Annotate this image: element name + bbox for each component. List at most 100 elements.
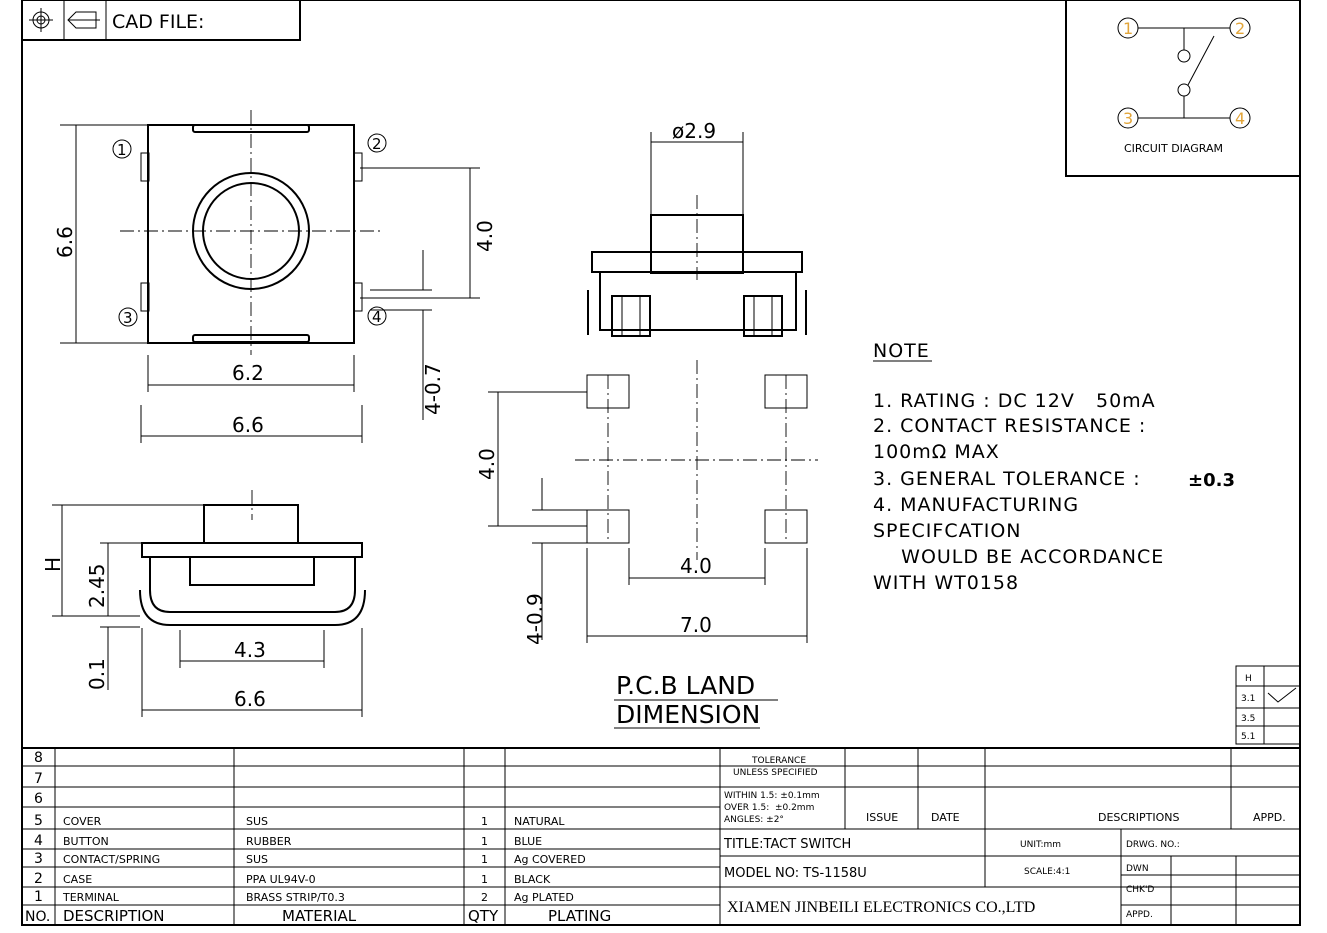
pcb-pad-4: [764, 509, 808, 544]
note-tolerance-value: ±0.3: [1188, 470, 1235, 491]
top-view: 1 2 3 4 6.6 4.0 4-0.7 6.2 6.6: [53, 110, 497, 443]
bom-no: 6: [34, 791, 43, 807]
appd2-label: APPD.: [1126, 910, 1153, 920]
bom-no: 5: [34, 813, 43, 829]
dim-pin-width: 4-0.7: [421, 363, 445, 415]
note-line-2: 2. CONTACT RESISTANCE :: [873, 415, 1146, 437]
bom-header-description: DESCRIPTION: [63, 907, 165, 925]
dim-side-h: H: [41, 557, 65, 572]
bom-plating: BLUE: [514, 835, 542, 848]
tolerance-title-2: UNLESS SPECIFIED: [733, 768, 818, 778]
circuit-pin-1: 1: [1123, 19, 1133, 38]
tolerance-line-2: OVER 1.5: ±0.2mm: [724, 803, 814, 813]
bom-plating: Ag PLATED: [514, 891, 574, 904]
note-line-6: SPECIFCATION: [873, 520, 1022, 542]
note-line-8: WITH WT0158: [873, 572, 1019, 594]
bom-qty: 1: [481, 853, 488, 866]
bom-no: 7: [34, 771, 43, 787]
bom-qty: 1: [481, 815, 488, 828]
side-view: H 2.45 0.1 4.3 6.6: [41, 490, 366, 717]
bom-no: 1: [34, 889, 43, 905]
bom-plating: BLACK: [514, 873, 551, 886]
dim-pcb-pitch-h: 4.0: [680, 554, 712, 578]
pcb-land: 4.0 4-0.9 4.0 7.0 P.C.B LAND DIMENSION: [475, 360, 818, 729]
pin-label-4: 4: [372, 308, 382, 326]
h-table: H 3.1 3.5 5.1: [1235, 665, 1301, 745]
pin-label-3: 3: [123, 309, 133, 327]
note-line-7: WOULD BE ACCORDANCE: [873, 546, 1164, 568]
circuit-pin-4: 4: [1235, 109, 1245, 128]
tolerance-line-3: ANGLES: ±2°: [724, 815, 784, 825]
bom-header-qty: QTY: [468, 907, 499, 925]
scale-label: SCALE:4:1: [1024, 867, 1070, 877]
dim-side-base: 0.1: [85, 658, 109, 690]
h-table-row-2: 3.5: [1241, 714, 1255, 724]
bom-plating: NATURAL: [514, 815, 565, 828]
bom-no: 2: [34, 871, 43, 887]
dim-side-button: 4.3: [234, 638, 266, 662]
bom-material: PPA UL94V-0: [246, 873, 316, 886]
note-title: NOTE: [873, 340, 930, 362]
chkd-label: CHK'D: [1126, 885, 1154, 895]
pcb-title-line2: DIMENSION: [616, 700, 760, 729]
note-line-4: 3. GENERAL TOLERANCE :: [873, 468, 1141, 490]
sheet-border: [21, 0, 1301, 926]
bom-no: 8: [34, 750, 43, 766]
note-line-3: 100mΩ MAX: [873, 441, 1000, 463]
bom-material: SUS: [246, 815, 268, 828]
bom-material: BRASS STRIP/T0.3: [246, 891, 345, 904]
tolerance-line-1: WITHIN 1.5: ±0.1mm: [724, 791, 820, 801]
bom-description: BUTTON: [63, 835, 109, 848]
pcb-title-line1: P.C.B LAND: [616, 671, 755, 700]
title-block: TOLERANCE UNLESS SPECIFIED WITHIN 1.5: ±…: [720, 748, 1300, 925]
h-table-row-1: 3.1: [1241, 694, 1255, 704]
pin-label-1: 1: [117, 141, 127, 159]
bom-qty: 1: [481, 835, 488, 848]
dim-pin-pitch: 4.0: [473, 220, 497, 252]
model-text: MODEL NO: TS-1158U: [724, 866, 867, 881]
h-table-row-3: 5.1: [1241, 732, 1255, 742]
dim-pcb-pitch-v: 4.0: [475, 448, 499, 480]
note-line-1: 1. RATING : DC 12V 50mA: [873, 390, 1156, 412]
cad-file-label: CAD FILE:: [112, 11, 204, 33]
company-name: XIAMEN JINBEILI ELECTRONICS CO.,LTD: [727, 899, 1035, 916]
dim-top-height: 6.6: [53, 226, 77, 258]
bom-description: CASE: [63, 873, 92, 886]
dim-pcb-overall: 7.0: [680, 613, 712, 637]
bom-description: CONTACT/SPRING: [63, 853, 160, 866]
bom-header-plating: PLATING: [548, 907, 611, 925]
unit-label: UNIT:mm: [1020, 840, 1061, 850]
pin-label-2: 2: [372, 135, 382, 153]
check-icon: [1267, 687, 1297, 703]
front-view: ø2.9: [587, 119, 807, 337]
bom-description: TERMINAL: [62, 891, 120, 904]
circuit-pin-3: 3: [1123, 109, 1133, 128]
appd-label: APPD.: [1253, 811, 1286, 824]
bom-header-material: MATERIAL: [282, 907, 357, 925]
bom-no: 4: [34, 833, 43, 849]
note-line-5: 4. MANUFACTURING: [873, 494, 1079, 516]
title-text: TITLE:TACT SWITCH: [723, 837, 851, 852]
bom-plating: Ag COVERED: [514, 853, 586, 866]
dim-overall-width: 6.6: [232, 413, 264, 437]
projection-symbol-icon: [29, 8, 100, 32]
tolerance-title-1: TOLERANCE: [751, 756, 806, 766]
bom-no: 3: [34, 851, 43, 867]
dim-pcb-pad: 4-0.9: [523, 593, 547, 645]
bom-qty: 2: [481, 891, 488, 904]
bom-header-no: NO.: [25, 909, 50, 925]
circuit-pin-2: 2: [1235, 19, 1245, 38]
descriptions-label: DESCRIPTIONS: [1098, 811, 1179, 824]
issue-label: ISSUE: [866, 811, 898, 824]
dim-button-diameter: ø2.9: [672, 119, 716, 143]
cad-header: CAD FILE:: [22, 0, 301, 41]
date-label: DATE: [931, 811, 960, 824]
circuit-diagram: 1 2 3 4 CIRCUIT DIAGRAM: [1065, 0, 1300, 177]
dim-side-body-height: 2.45: [85, 563, 109, 608]
circuit-title: CIRCUIT DIAGRAM: [1124, 142, 1223, 155]
bom-material: SUS: [246, 853, 268, 866]
h-table-header: H: [1245, 674, 1252, 684]
drwg-no-label: DRWG. NO.:: [1126, 840, 1180, 850]
